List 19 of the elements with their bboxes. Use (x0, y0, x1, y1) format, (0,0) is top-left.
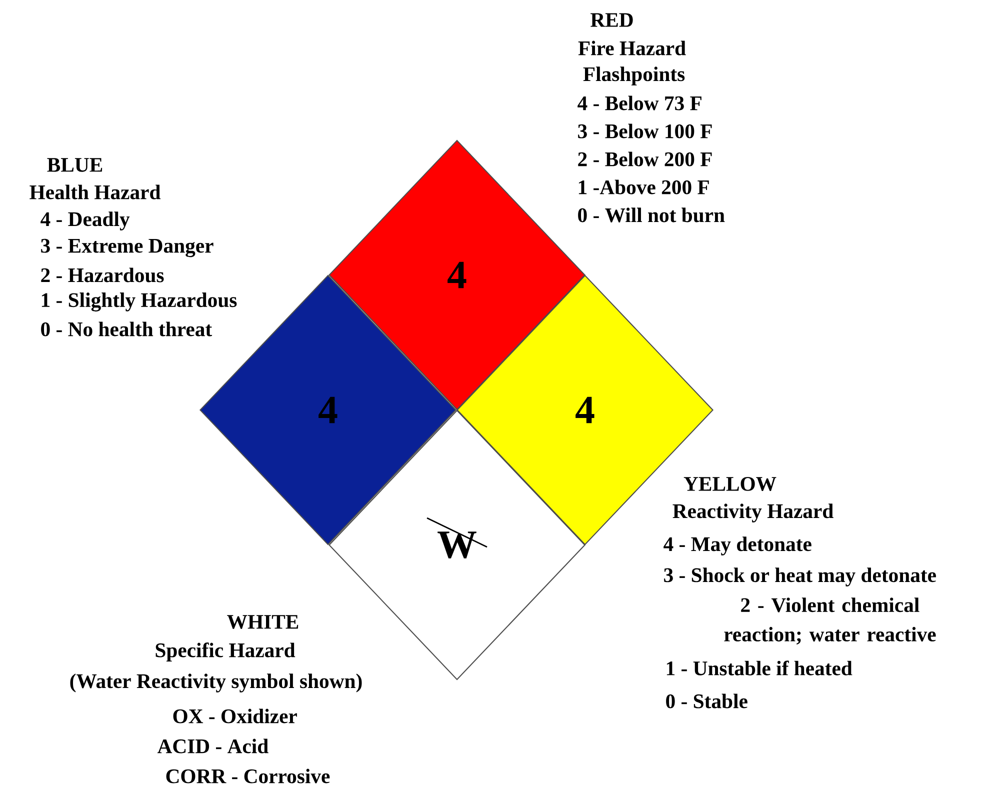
heading-text: WHITE (227, 615, 298, 629)
list-item: ACID - Acid (157, 738, 268, 754)
list-item: 3 - Below 100 F (578, 124, 712, 138)
heading-text: BLUE (47, 158, 102, 172)
list-item: 2 - Violent chemical reaction; water reactive (724, 598, 936, 644)
list-item: CORR - Corrosive (166, 768, 330, 784)
list-item: 0 - Stable (666, 694, 748, 708)
heading-text: Flashpoints (583, 66, 685, 86)
list-item: 4 - Deadly (40, 212, 130, 230)
list-item: 4 - Below 73 F (578, 96, 702, 110)
list-item: 2 - Hazardous (41, 268, 164, 282)
heading-text: RED (590, 13, 633, 27)
list-item: 3 - Extreme Danger (41, 238, 214, 258)
list-item: 3 - Shock or heat may detonate (664, 568, 936, 586)
heading-text: Specific Hazard (156, 642, 296, 662)
heading-text: Fire Hazard (578, 40, 686, 56)
list-item: 1 - Unstable if heated (666, 660, 852, 676)
list-item: OX - Oxidizer (173, 708, 297, 724)
heading-text: Health Hazard (30, 184, 160, 200)
